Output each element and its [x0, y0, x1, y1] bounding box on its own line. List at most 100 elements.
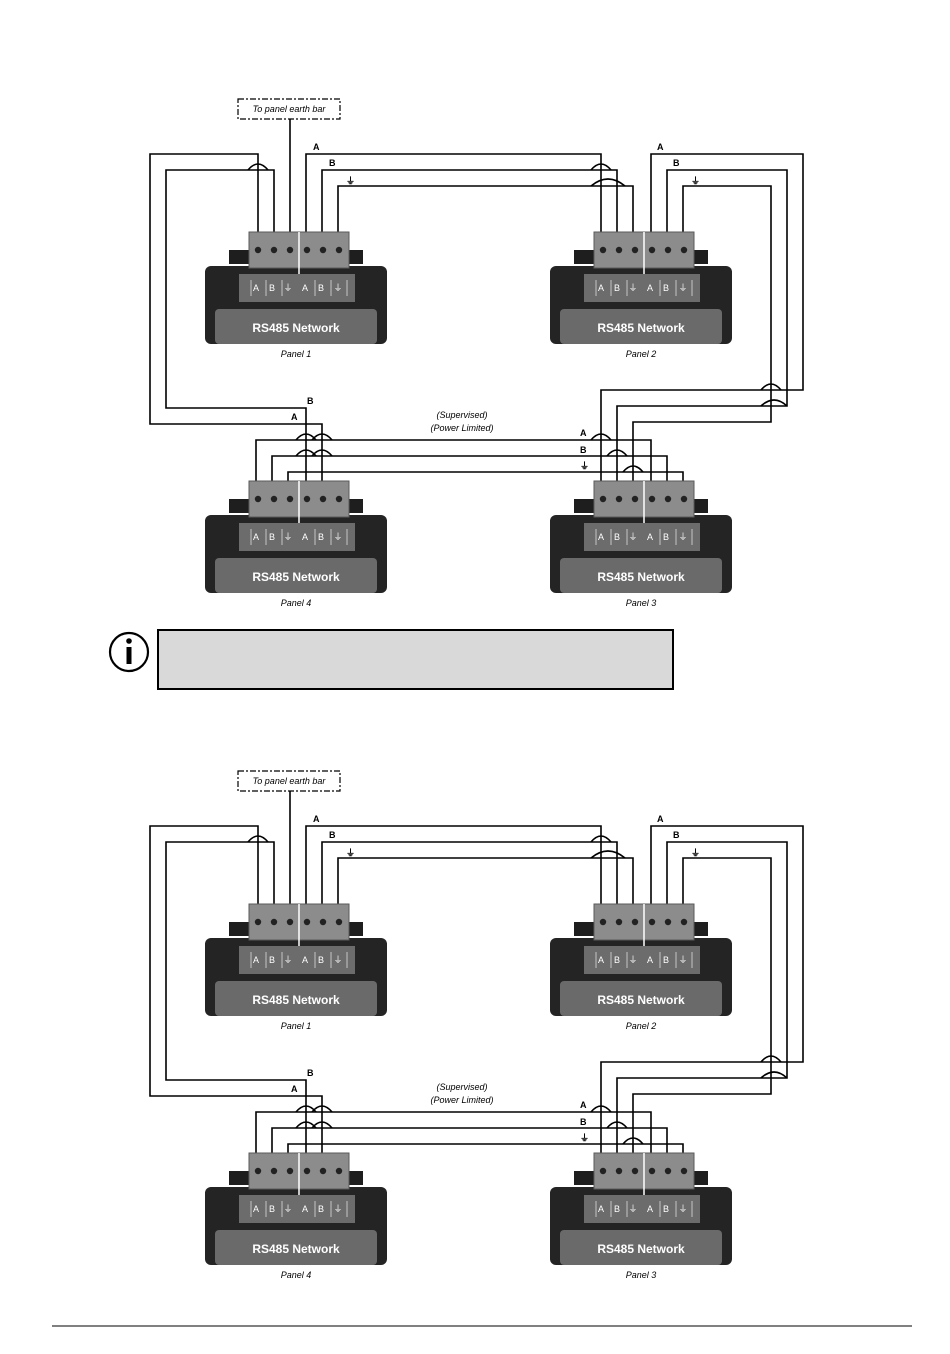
svg-text:⏚: ⏚	[628, 532, 637, 542]
svg-text:⏚: ⏚	[333, 955, 342, 965]
svg-text:B: B	[614, 955, 620, 965]
panel-1-caption: Panel 1	[281, 349, 312, 359]
cable-note-supervised: (Supervised)	[436, 410, 487, 420]
info-note-box	[157, 629, 674, 690]
wire-label-gnd: ⏚	[691, 176, 700, 186]
svg-text:⏚: ⏚	[333, 283, 342, 293]
network-label: RS485 Network	[597, 993, 685, 1007]
panel-4-caption: Panel 4	[281, 1270, 312, 1280]
svg-text:A: A	[647, 283, 653, 293]
wire-label-a: A	[313, 814, 320, 824]
terminal-labels-panel-3: A B ⏚ A B ⏚	[598, 532, 688, 542]
svg-text:B: B	[269, 955, 275, 965]
svg-text:A: A	[598, 532, 604, 542]
panel-3-caption: Panel 3	[626, 598, 657, 608]
terminal-labels-panel-4: A B ⏚ A B ⏚	[253, 532, 343, 542]
network-label: RS485 Network	[252, 321, 340, 335]
svg-text:⏚: ⏚	[333, 532, 342, 542]
panel-2-caption: Panel 2	[626, 349, 657, 359]
svg-text:A: A	[253, 283, 259, 293]
svg-text:A: A	[647, 955, 653, 965]
svg-text:A: A	[253, 1204, 259, 1214]
wire-label-b: B	[580, 1117, 587, 1127]
network-label: RS485 Network	[597, 321, 685, 335]
svg-text:B: B	[318, 1204, 324, 1214]
svg-text:B: B	[269, 532, 275, 542]
svg-text:⏚: ⏚	[283, 1204, 292, 1214]
wire-label-b: B	[329, 830, 336, 840]
svg-text:⏚: ⏚	[678, 1204, 687, 1214]
svg-text:⏚: ⏚	[678, 955, 687, 965]
wire-label-a: A	[291, 1084, 298, 1094]
wire-label-b: B	[307, 1068, 314, 1078]
svg-text:A: A	[302, 283, 308, 293]
panel-1-caption: Panel 1	[281, 1021, 312, 1031]
wire-label-gnd: ⏚	[580, 461, 589, 471]
wire-label-a: A	[580, 1100, 587, 1110]
cable-note-power-limited: (Power Limited)	[430, 1095, 493, 1105]
svg-text:A: A	[647, 532, 653, 542]
terminal-labels-panel-3: A B ⏚ A B ⏚	[598, 1204, 688, 1214]
cable-note-supervised: (Supervised)	[436, 1082, 487, 1092]
terminal-labels-panel-1: A B ⏚ A B ⏚	[253, 955, 343, 965]
svg-text:A: A	[598, 955, 604, 965]
wire-label-a: A	[313, 142, 320, 152]
cable-note-power-limited: (Power Limited)	[430, 423, 493, 433]
earth-bar-label: To panel earth bar	[253, 776, 327, 786]
wire-label-a: A	[580, 428, 587, 438]
wire-label-a: A	[657, 142, 664, 152]
svg-text:B: B	[269, 1204, 275, 1214]
svg-text:⏚: ⏚	[628, 955, 637, 965]
panel-4-caption: Panel 4	[281, 598, 312, 608]
wire-label-b: B	[580, 445, 587, 455]
network-label: RS485 Network	[252, 993, 340, 1007]
wire-label-a: A	[657, 814, 664, 824]
svg-text:⏚: ⏚	[283, 532, 292, 542]
terminal-labels-panel-2: A B ⏚ A B ⏚	[598, 955, 688, 965]
diagram-2: To panel earth bar A B ⏚ A B ⏚ B A A B ⏚…	[150, 771, 803, 1280]
svg-text:A: A	[302, 532, 308, 542]
wire-label-b: B	[329, 158, 336, 168]
terminal-labels-panel-4: A B ⏚ A B ⏚	[253, 1204, 343, 1214]
svg-text:⏚: ⏚	[628, 283, 637, 293]
svg-text:B: B	[318, 532, 324, 542]
svg-text:B: B	[663, 532, 669, 542]
wire-label-a: A	[291, 412, 298, 422]
svg-text:B: B	[663, 955, 669, 965]
svg-text:B: B	[663, 1204, 669, 1214]
svg-text:B: B	[614, 283, 620, 293]
svg-text:B: B	[318, 955, 324, 965]
svg-text:A: A	[598, 283, 604, 293]
network-label: RS485 Network	[597, 1242, 685, 1256]
svg-text:A: A	[253, 955, 259, 965]
svg-text:⏚: ⏚	[678, 283, 687, 293]
network-label: RS485 Network	[252, 570, 340, 584]
network-label: RS485 Network	[597, 570, 685, 584]
wire-label-gnd: ⏚	[346, 176, 355, 186]
wire-label-gnd: ⏚	[691, 848, 700, 858]
svg-text:A: A	[598, 1204, 604, 1214]
svg-text:⏚: ⏚	[678, 532, 687, 542]
svg-text:A: A	[253, 532, 259, 542]
terminal-labels-panel-2: A B ⏚ A B ⏚	[598, 283, 688, 293]
diagram-1: To panel earth bar A B ⏚ A B ⏚ B A A B ⏚…	[150, 99, 803, 608]
panel-3-caption: Panel 3	[626, 1270, 657, 1280]
svg-text:A: A	[302, 1204, 308, 1214]
earth-bar-label: To panel earth bar	[253, 104, 327, 114]
svg-text:⏚: ⏚	[283, 955, 292, 965]
svg-text:B: B	[269, 283, 275, 293]
info-note	[108, 629, 674, 690]
terminal-labels-panel-1: A B ⏚ A B ⏚	[253, 283, 343, 293]
svg-text:A: A	[302, 955, 308, 965]
svg-text:⏚: ⏚	[283, 283, 292, 293]
svg-text:B: B	[318, 283, 324, 293]
svg-text:⏚: ⏚	[628, 1204, 637, 1214]
svg-text:B: B	[614, 1204, 620, 1214]
svg-text:⏚: ⏚	[333, 1204, 342, 1214]
wire-label-b: B	[307, 396, 314, 406]
svg-text:B: B	[614, 532, 620, 542]
info-icon	[108, 631, 150, 673]
network-label: RS485 Network	[252, 1242, 340, 1256]
wire-label-b: B	[673, 830, 680, 840]
